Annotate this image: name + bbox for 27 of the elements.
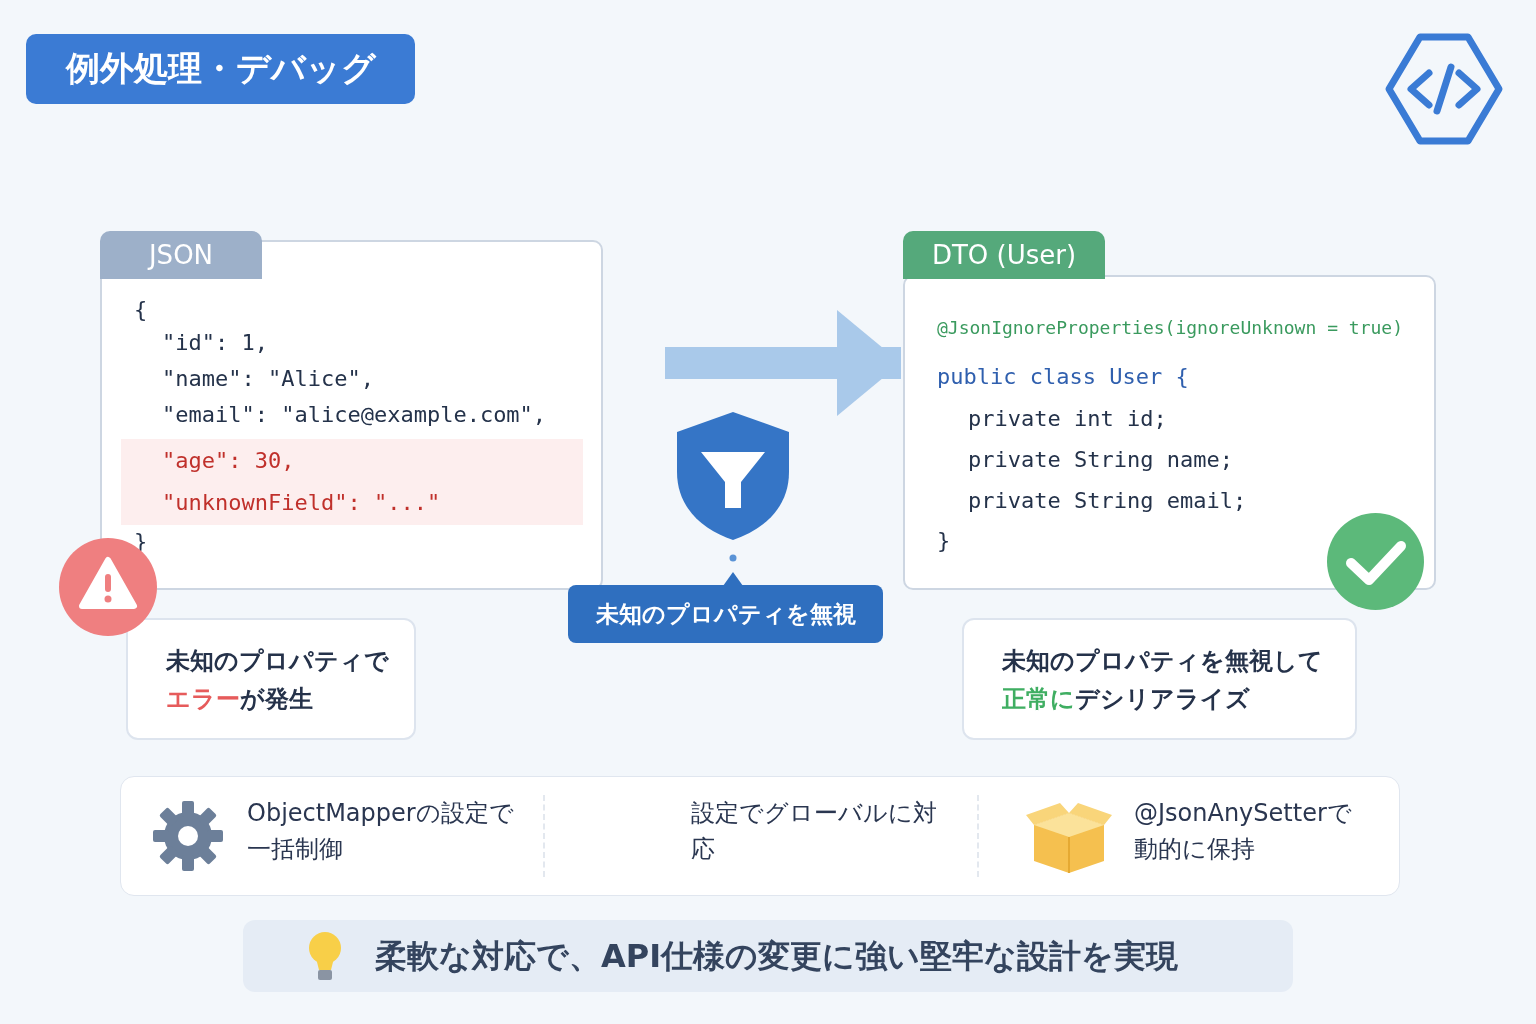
code-line: private String email; [968, 488, 1247, 513]
message-text: 未知のプロパティでエラーが発生 [166, 646, 390, 715]
code-line: "age": 30, [162, 448, 295, 473]
arrow [665, 310, 901, 416]
summary-banner [243, 920, 1293, 992]
feature-text: @JsonAnySetterで動的に保持 [1134, 795, 1374, 867]
code-line: public class User { [937, 364, 1189, 389]
title-badge: 例外処理・デバッグ [26, 34, 415, 104]
code-line: @JsonIgnoreProperties(ignoreUnknown = true) [937, 317, 1403, 338]
card-tab: DTO (User) [903, 231, 1105, 279]
message-text: 未知のプロパティを無視して正常にデシリアライズ [1002, 646, 1324, 715]
message-box [962, 618, 1357, 740]
code-line: private String name; [968, 447, 1233, 472]
code-line: private int id; [968, 406, 1167, 431]
feature-text: ObjectMapperの設定で一括制御 [247, 795, 537, 867]
code-line: "id": 1, [162, 330, 268, 355]
code-line: "unknownField": "..." [162, 490, 441, 515]
summary-text: 柔軟な対応で、API仕様の変更に強い堅牢な設計を実現 [375, 936, 1179, 977]
code-line: { [134, 297, 148, 322]
code-line: "name": "Alice", [162, 366, 374, 391]
card-tab: JSON [100, 231, 262, 279]
label-badge: 未知のプロパティを無視 [568, 585, 883, 643]
code-line: } [937, 528, 951, 553]
message-box [126, 618, 416, 740]
info-panel [120, 776, 1400, 896]
feature-text: 設定でグローバルに対応 [691, 795, 941, 867]
code-line: "email": "alice@example.com", [162, 402, 547, 427]
